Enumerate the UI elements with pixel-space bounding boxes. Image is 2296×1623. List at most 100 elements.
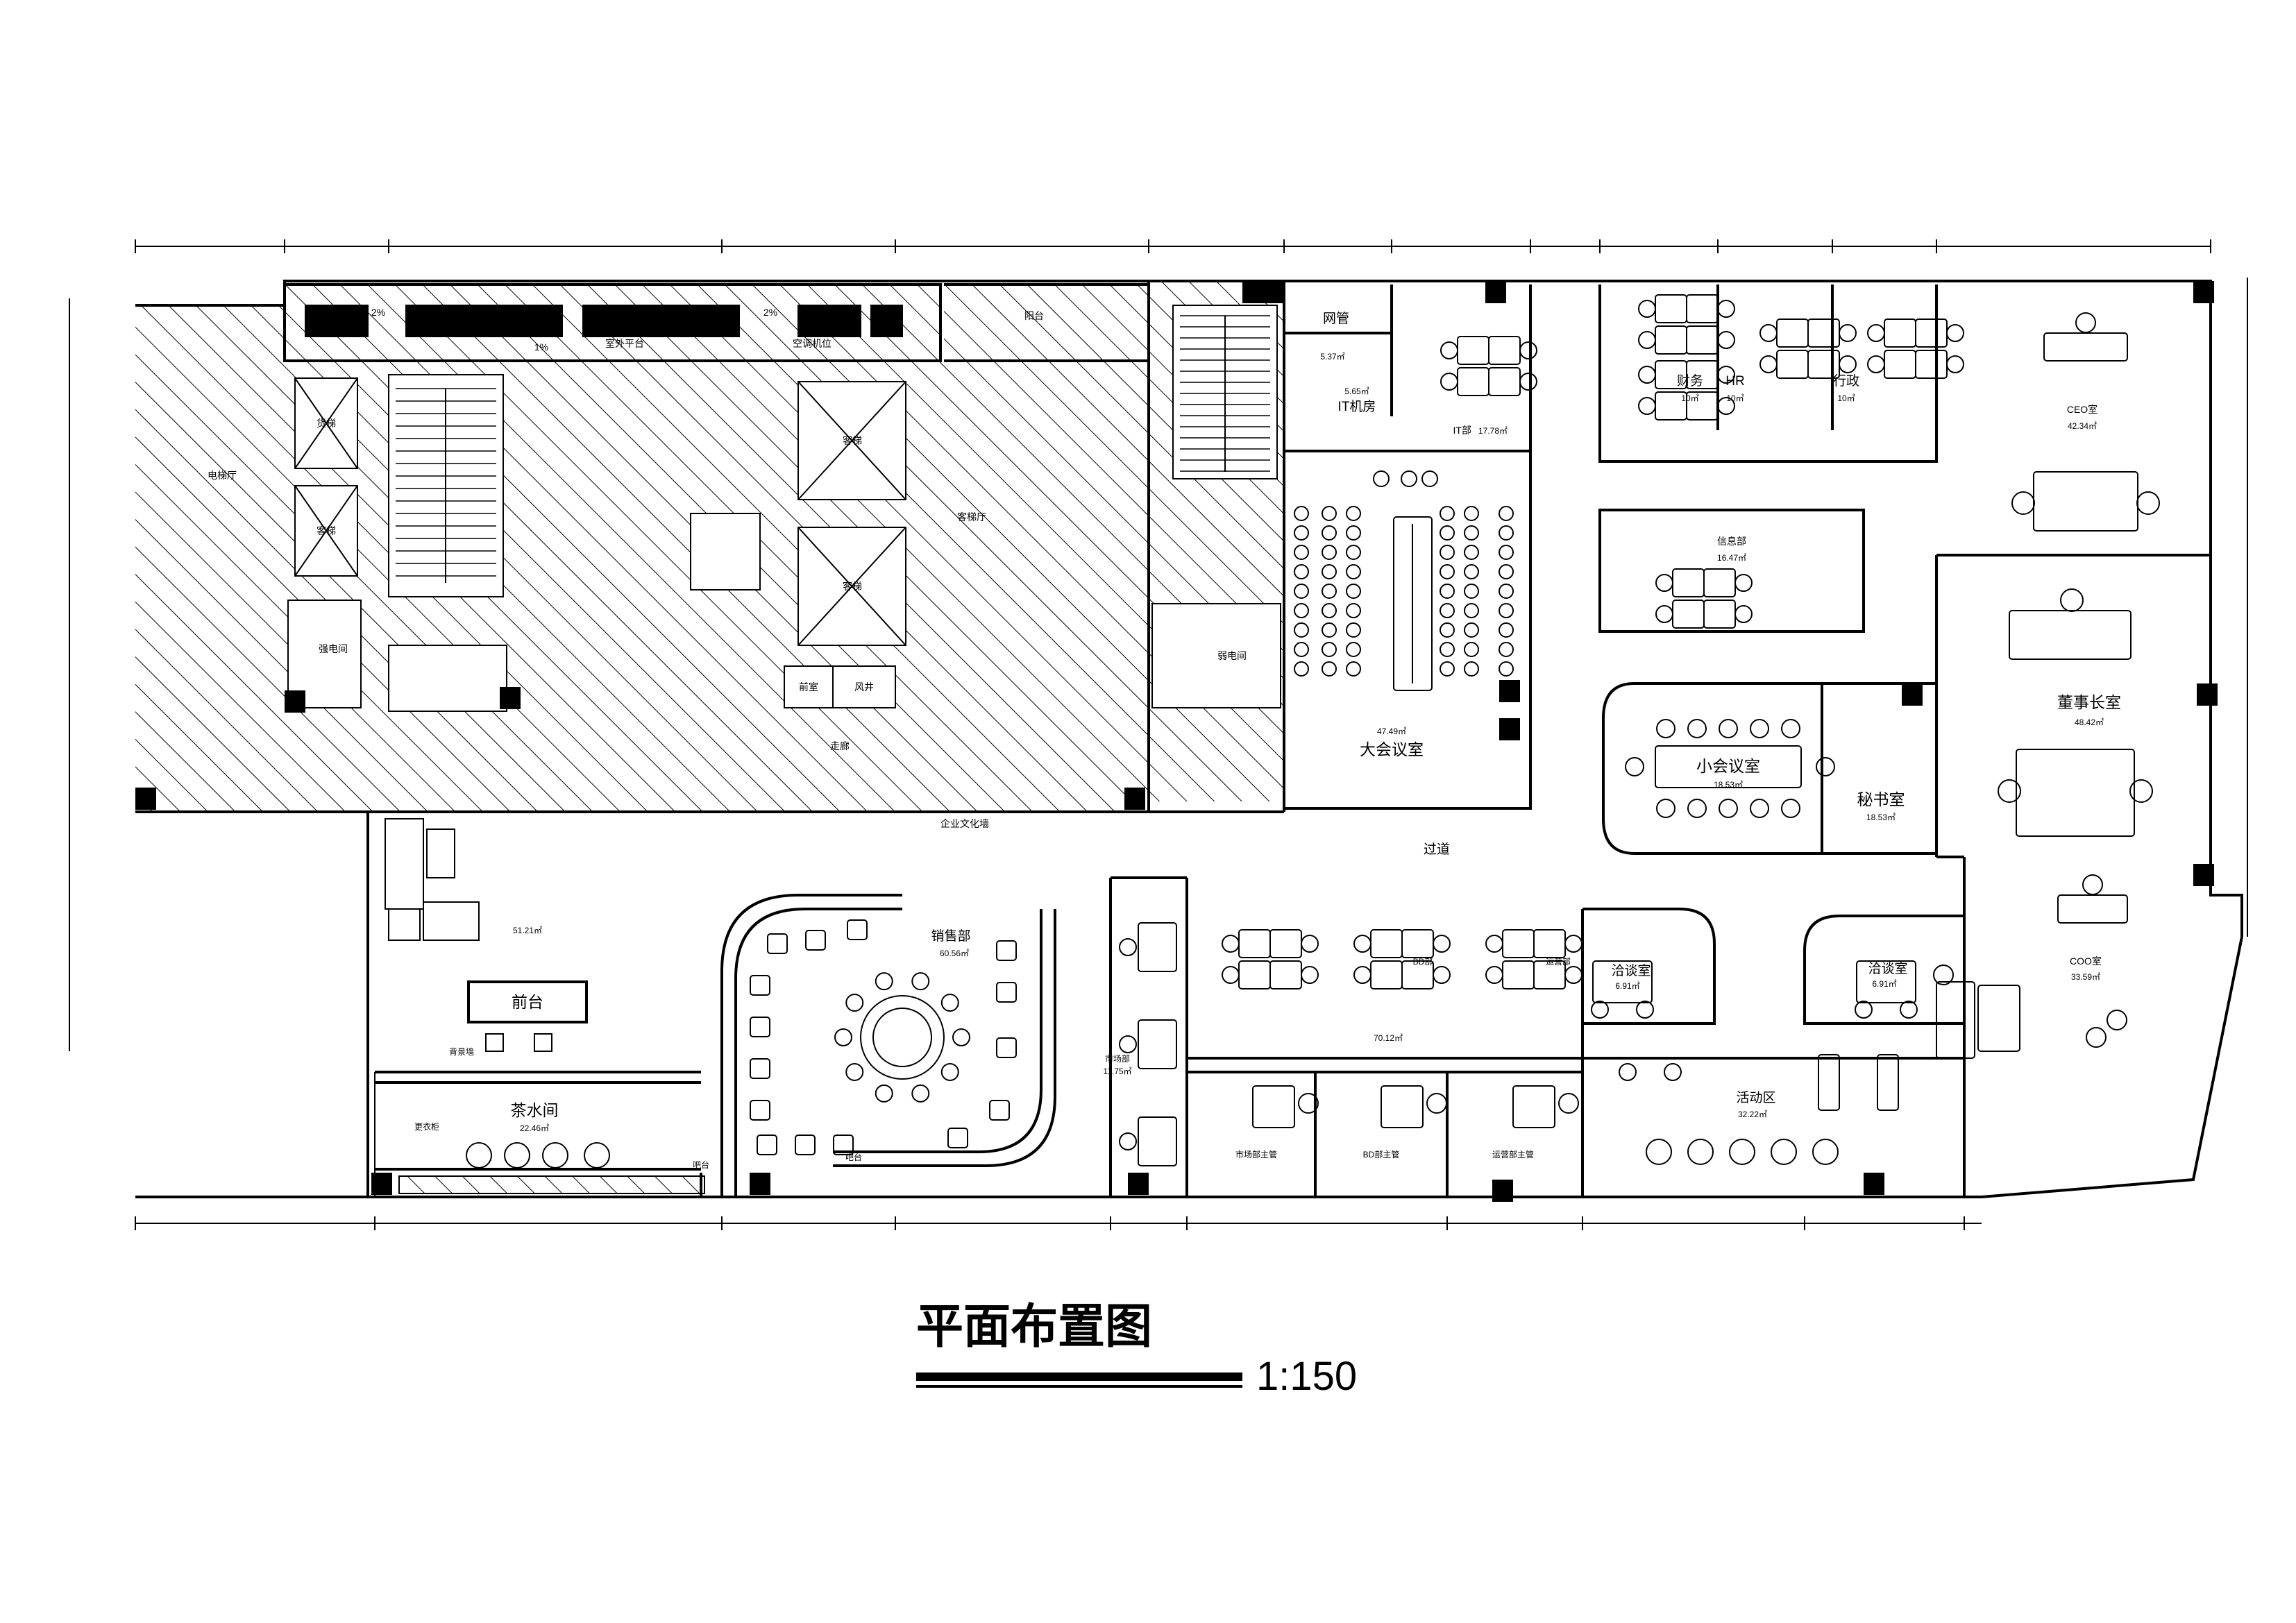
dimension-ticks-top bbox=[135, 239, 2211, 253]
chair bbox=[1401, 470, 1417, 487]
interior-walls bbox=[375, 284, 2211, 1197]
drawing-scale: 1:150 bbox=[1256, 1354, 1357, 1399]
chair bbox=[1812, 1139, 1839, 1165]
structural-column bbox=[750, 1173, 770, 1195]
furniture-item bbox=[757, 1135, 777, 1155]
round-table-inner bbox=[872, 1008, 932, 1067]
structural-columns bbox=[135, 281, 2218, 1202]
chair bbox=[1119, 938, 1137, 956]
utility-right-label: 弱电间 bbox=[1217, 650, 1247, 661]
chair bbox=[1638, 300, 1656, 318]
chair bbox=[1867, 324, 1885, 342]
finance-area: 10㎡ bbox=[1681, 393, 1698, 403]
chairman-name: 董事长室 bbox=[2057, 693, 2121, 711]
coo-name: COO室 bbox=[2070, 955, 2102, 967]
chair bbox=[1750, 799, 1769, 818]
chair bbox=[1301, 966, 1319, 984]
structural-column bbox=[2193, 281, 2214, 303]
furniture-item bbox=[1915, 318, 1948, 348]
cloak-label: 更衣柜 bbox=[414, 1121, 439, 1132]
chair bbox=[1564, 935, 1582, 953]
coo-area: 33.59㎡ bbox=[2071, 972, 2100, 982]
furniture-item bbox=[750, 1058, 770, 1079]
chair bbox=[911, 972, 930, 991]
lift-label-3: 客梯 bbox=[843, 435, 862, 446]
slope-label-2: 2% bbox=[371, 307, 385, 318]
secretary-area: 18.53㎡ bbox=[1866, 813, 1896, 822]
outer-walls bbox=[135, 280, 2243, 1198]
chair bbox=[1839, 324, 1857, 342]
furniture-item bbox=[1238, 929, 1271, 958]
market-dept-name: 市场部 bbox=[1105, 1053, 1130, 1064]
big-meeting-area: 47.49㎡ bbox=[1377, 726, 1406, 736]
furniture-item bbox=[750, 1100, 770, 1121]
chair bbox=[1433, 966, 1451, 984]
chair bbox=[1646, 1139, 1672, 1165]
chair bbox=[1294, 525, 1309, 541]
chair bbox=[1499, 603, 1514, 618]
furniture-item bbox=[2016, 749, 2135, 837]
activity-area: 32.22㎡ bbox=[1738, 1110, 1767, 1119]
structural-column bbox=[1902, 683, 1923, 706]
furniture-item bbox=[847, 919, 868, 940]
chair bbox=[1346, 584, 1361, 599]
chair bbox=[1464, 603, 1479, 618]
chair bbox=[2011, 491, 2035, 515]
furniture-item bbox=[1370, 929, 1403, 958]
chair bbox=[1440, 506, 1455, 521]
chair bbox=[1353, 935, 1371, 953]
lift-label-4: 客梯 bbox=[843, 581, 862, 592]
furniture-item bbox=[947, 1128, 968, 1148]
furniture-item bbox=[1776, 350, 1809, 379]
title-underline-thin bbox=[916, 1385, 1242, 1388]
chair bbox=[1464, 506, 1479, 521]
chair bbox=[466, 1142, 492, 1169]
chair bbox=[1222, 935, 1240, 953]
furniture-item bbox=[1672, 600, 1705, 629]
structural-column bbox=[500, 687, 521, 709]
chair bbox=[1655, 605, 1673, 623]
chair bbox=[2136, 491, 2160, 515]
title-underline-thick bbox=[916, 1373, 1242, 1381]
chair bbox=[834, 1028, 852, 1046]
chair bbox=[1440, 525, 1455, 541]
chair bbox=[1322, 584, 1337, 599]
chair bbox=[1322, 642, 1337, 657]
furniture-item bbox=[767, 933, 788, 954]
furniture bbox=[466, 294, 2160, 1169]
chair bbox=[1558, 1093, 1579, 1114]
culture-wall-label: 企业文化墙 bbox=[940, 818, 989, 829]
chair bbox=[1464, 622, 1479, 638]
elevator-hall-right-label: 客梯厅 bbox=[957, 511, 986, 522]
sales-area: 60.56㎡ bbox=[940, 949, 969, 958]
chair bbox=[1946, 355, 1964, 373]
chair bbox=[1499, 525, 1514, 541]
chair bbox=[1719, 799, 1738, 818]
it-dept-name: IT部 bbox=[1453, 425, 1471, 436]
chair bbox=[1900, 1001, 1918, 1019]
market-dept-area: 11.75㎡ bbox=[1103, 1067, 1131, 1076]
furniture-item bbox=[2009, 610, 2132, 660]
furniture-item bbox=[1686, 325, 1719, 355]
bar-counter-label-1: 吧台 bbox=[693, 1159, 709, 1170]
chair bbox=[1119, 1035, 1137, 1053]
dimension-lines bbox=[69, 239, 2248, 1230]
chair bbox=[1717, 300, 1735, 318]
furniture-item bbox=[1138, 1116, 1177, 1166]
chair bbox=[1346, 525, 1361, 541]
furniture-item bbox=[1655, 325, 1687, 355]
chair bbox=[1759, 355, 1778, 373]
dimension-ticks-bottom bbox=[135, 1216, 1965, 1230]
chair bbox=[2075, 312, 2096, 333]
info-dept-name: 信息部 bbox=[1717, 536, 1746, 547]
bd-dept-name: BD部 bbox=[1413, 956, 1433, 967]
furniture-item bbox=[1512, 1085, 1555, 1128]
chair bbox=[1440, 661, 1455, 677]
chair bbox=[1519, 373, 1537, 391]
lift-label-2: 客梯 bbox=[316, 525, 336, 536]
chair bbox=[1655, 574, 1673, 592]
furniture-item bbox=[805, 930, 826, 951]
furniture-item bbox=[750, 975, 770, 996]
furniture-item bbox=[1884, 318, 1916, 348]
